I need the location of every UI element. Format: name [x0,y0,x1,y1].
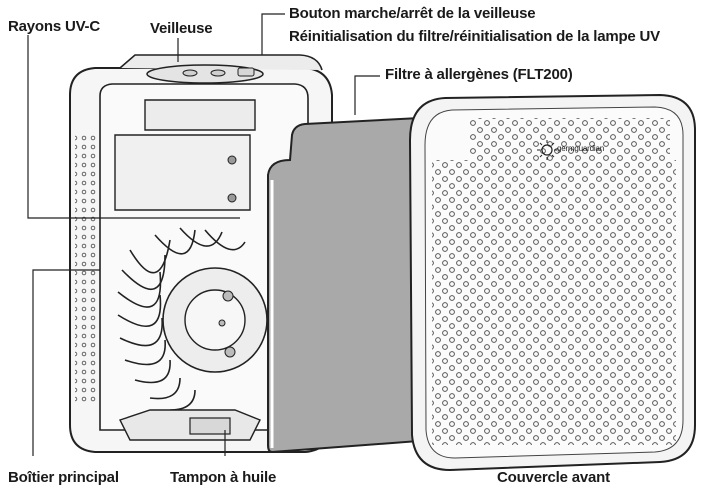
label-allergen-filter: Filtre à allergènes (FLT200) [385,66,573,83]
cover-vent-holes [432,160,676,445]
label-uv-rays: Rayons UV-C [8,18,100,35]
label-night-light-button: Bouton marche/arrêt de la veilleuse [289,5,535,22]
label-filter-reset: Réinitialisation du filtre/réinitialisat… [289,28,660,45]
label-oil-pad: Tampon à huile [170,469,276,486]
night-light-icon [147,65,263,83]
front-cover [410,95,695,470]
label-front-cover: Couvercle avant [497,469,610,486]
brand-logo-text: germguardian [557,144,604,153]
allergen-filter [268,118,432,452]
label-main-housing: Boîtier principal [8,469,119,486]
label-night-light: Veilleuse [150,20,212,37]
